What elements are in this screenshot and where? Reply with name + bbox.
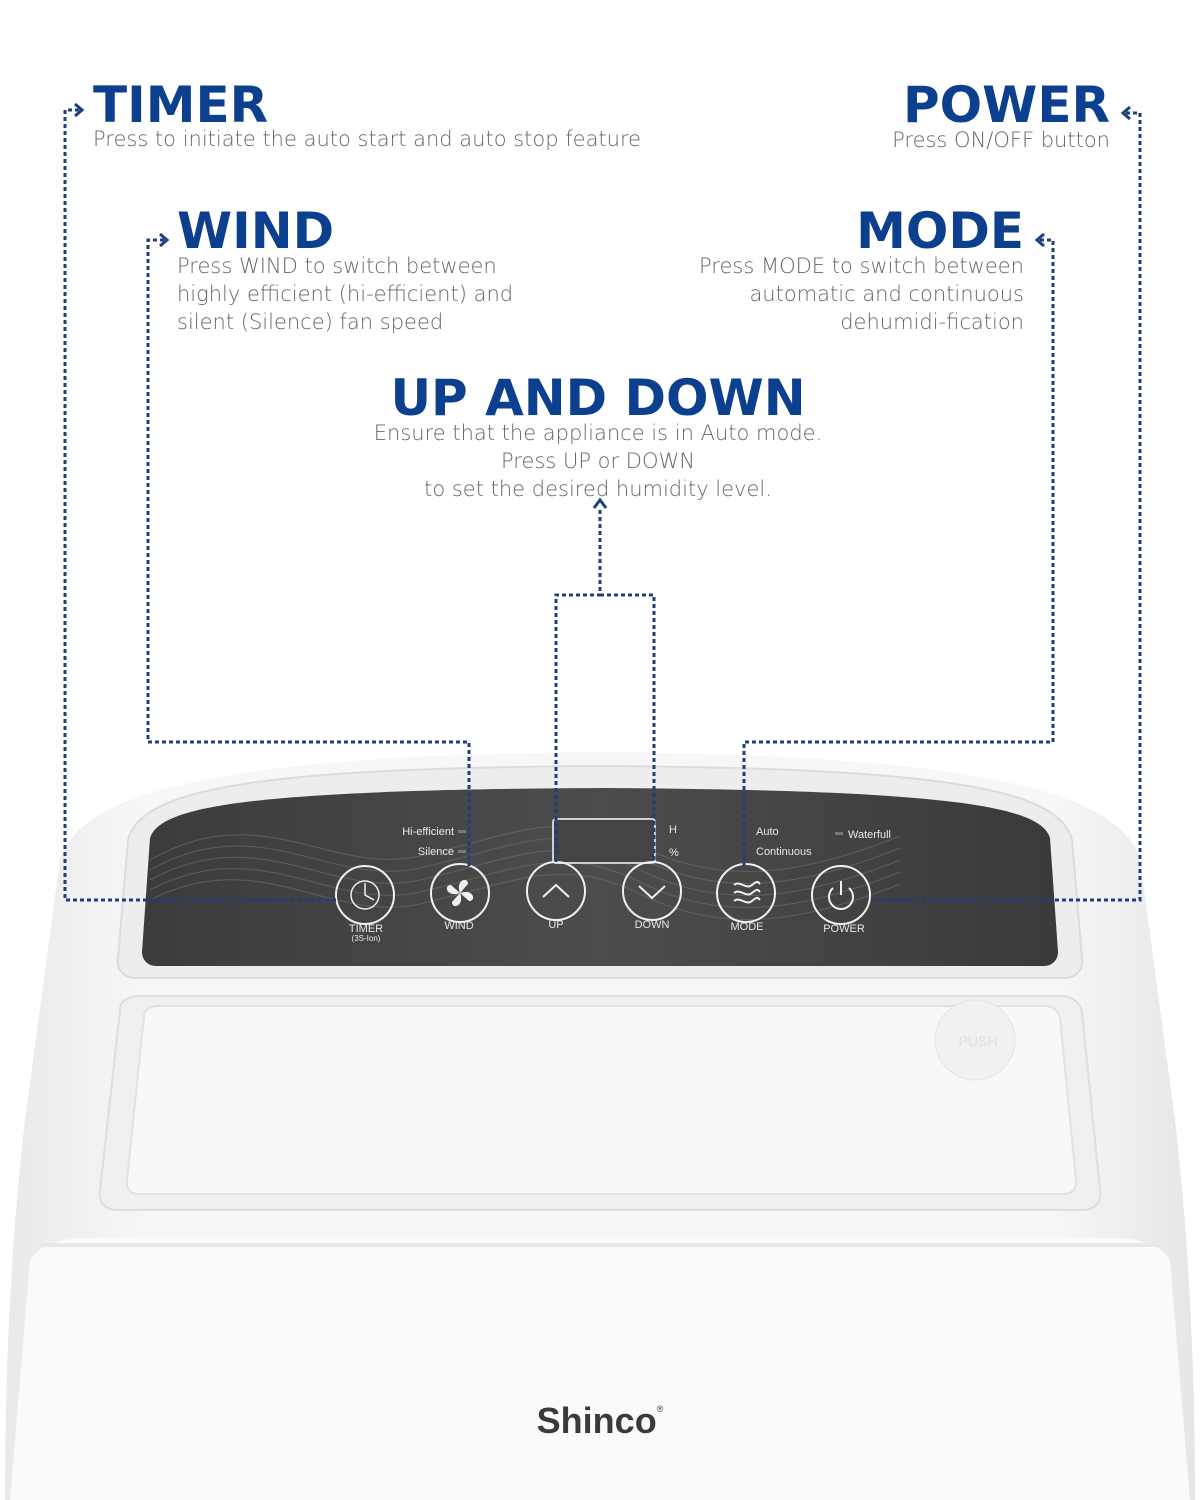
- updown-description-line-3: to set the desired humidity level.: [424, 477, 772, 501]
- mode-arrow-icon: [1034, 232, 1045, 248]
- wind-description-line-2: highly efficient (hi-efficient) and: [177, 282, 514, 306]
- indicator-continuous: Continuous: [756, 846, 812, 858]
- push-label: PUSH: [959, 1033, 998, 1049]
- updown-title: UP AND DOWN: [390, 369, 806, 427]
- mode-description-line-2: automatic and continuous: [749, 282, 1024, 306]
- wind-button-label: WIND: [444, 920, 473, 932]
- timer-description-line: Press to initiate the auto start and aut…: [93, 127, 642, 151]
- mode-description: Press MODE to switch between automatic a…: [604, 252, 1024, 336]
- fan-icon: [446, 879, 474, 907]
- updown-description-line-1: Ensure that the appliance is in Auto mod…: [373, 421, 823, 445]
- chevron-down-icon: [638, 885, 666, 900]
- indicator-waterfull: Waterfull: [848, 829, 891, 841]
- timer-title: TIMER: [93, 76, 269, 134]
- wind-description-line-1: Press WIND to switch between: [177, 254, 497, 278]
- power-button-label: POWER: [823, 923, 865, 935]
- registered-mark: ®: [656, 1404, 664, 1414]
- power-arrow-icon: [1120, 105, 1131, 121]
- mode-description-line-1: Press MODE to switch between: [699, 254, 1024, 278]
- unit-percent-label: %: [669, 847, 679, 859]
- humidity-display: [552, 818, 656, 864]
- indicator-hi-efficient: Hi-efficient: [402, 826, 454, 838]
- power-title: POWER: [903, 76, 1110, 134]
- wind-title: WIND: [177, 202, 335, 260]
- tank-lid: [125, 1005, 1078, 1195]
- push-button: [934, 999, 1016, 1081]
- indicator-silence: Silence: [418, 846, 454, 858]
- wind-leader-line: [146, 238, 471, 868]
- indicator-auto: Auto: [756, 826, 779, 838]
- chevron-up-icon: [542, 883, 570, 898]
- wind-button: [430, 863, 490, 923]
- updown-description: Ensure that the appliance is in Auto mod…: [0, 419, 1196, 503]
- timer-arrow-icon: [74, 102, 85, 118]
- up-button-label: UP: [548, 919, 563, 931]
- brand-logo: Shinco®: [0, 1400, 1200, 1442]
- mode-description-line-3: dehumidi-fication: [840, 310, 1024, 334]
- power-description: Press ON/OFF button: [710, 126, 1110, 154]
- updown-leader-line: [554, 510, 656, 862]
- panel-buttons: [335, 861, 871, 925]
- mode-button: [716, 863, 776, 923]
- updown-arrow-icon: [592, 497, 608, 509]
- unit-h-label: H: [669, 824, 677, 836]
- mode-button-label: MODE: [731, 921, 764, 933]
- power-icon: [828, 881, 854, 910]
- down-button-label: DOWN: [635, 919, 670, 931]
- timer-button-sublabel: (3S-Ion): [352, 934, 381, 943]
- timer-leader-line: [63, 108, 338, 902]
- timer-button-label: TIMER: [349, 923, 383, 935]
- waves-icon: [733, 880, 761, 904]
- wind-description-line-3: silent (Silence) fan speed: [177, 310, 444, 334]
- timer-description: Press to initiate the auto start and aut…: [93, 125, 693, 153]
- down-button: [622, 861, 682, 921]
- wind-arrow-icon: [159, 232, 170, 248]
- clock-icon: [350, 880, 380, 910]
- updown-description-line-2: Press UP or DOWN: [501, 449, 695, 473]
- power-leader-line: [872, 111, 1142, 902]
- front-panel: [10, 1238, 1190, 1500]
- indicator-leds: [458, 830, 843, 853]
- mode-leader-line: [742, 238, 1055, 866]
- brand-name: Shinco: [536, 1400, 657, 1441]
- power-description-line: Press ON/OFF button: [892, 128, 1110, 152]
- timer-button: [335, 865, 395, 925]
- power-button: [811, 865, 871, 925]
- mode-title: MODE: [856, 202, 1024, 260]
- wind-description: Press WIND to switch between highly effi…: [177, 252, 597, 336]
